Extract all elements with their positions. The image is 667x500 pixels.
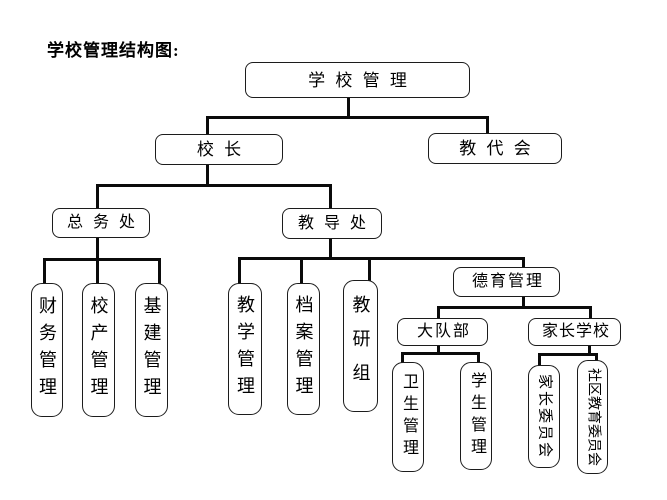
connector-line <box>437 345 440 354</box>
connector-line <box>368 257 371 281</box>
connector-line <box>401 352 480 355</box>
node-infrastructure: 基建管理 <box>135 283 168 417</box>
connector-line <box>486 116 489 134</box>
node-teaching-research: 教研组 <box>343 280 378 412</box>
connector-line <box>96 258 99 284</box>
chart-title: 学校管理结构图: <box>47 41 180 60</box>
connector-line <box>206 164 209 186</box>
node-teaching-office: 教 导 处 <box>282 208 382 239</box>
connector-line <box>43 258 161 261</box>
node-community-committee: 社区教育委员会 <box>577 360 608 474</box>
node-parent-committee: 家长委员会 <box>528 365 560 468</box>
node-general-affairs: 总 务 处 <box>52 208 150 238</box>
connector-line <box>588 345 591 355</box>
node-moral-education: 德育管理 <box>453 267 560 297</box>
connector-line <box>96 184 99 209</box>
connector-line <box>347 97 350 118</box>
connector-line <box>96 184 332 187</box>
connector-line <box>43 258 46 284</box>
connector-line <box>522 257 525 268</box>
connector-line <box>158 258 161 284</box>
node-teaching-mgmt: 教学管理 <box>228 283 262 415</box>
connector-line <box>300 257 303 284</box>
node-student: 学生管理 <box>460 362 492 470</box>
connector-line <box>522 296 525 308</box>
connector-line <box>538 353 541 366</box>
connector-line <box>589 306 592 319</box>
node-parent-school: 家长学校 <box>528 318 621 346</box>
connector-line <box>238 257 525 260</box>
node-principal: 校 长 <box>155 134 283 165</box>
node-finance: 财务管理 <box>31 283 63 417</box>
node-school-management: 学 校 管 理 <box>245 62 470 98</box>
connector-line <box>477 352 480 363</box>
connector-line <box>401 352 404 363</box>
node-brigade: 大队部 <box>397 318 488 346</box>
node-school-property: 校产管理 <box>82 283 115 417</box>
connector-line <box>329 184 332 209</box>
connector-line <box>238 257 241 284</box>
node-archives: 档案管理 <box>287 283 320 415</box>
connector-line <box>206 116 489 119</box>
connector-line <box>96 237 99 260</box>
connector-line <box>595 353 598 361</box>
node-health: 卫生管理 <box>392 362 424 472</box>
connector-line <box>206 116 209 135</box>
connector-line <box>437 306 440 319</box>
connector-line <box>329 238 332 260</box>
connector-line <box>538 353 598 356</box>
connector-line <box>437 306 592 309</box>
node-teachers-congress: 教 代 会 <box>428 133 562 164</box>
